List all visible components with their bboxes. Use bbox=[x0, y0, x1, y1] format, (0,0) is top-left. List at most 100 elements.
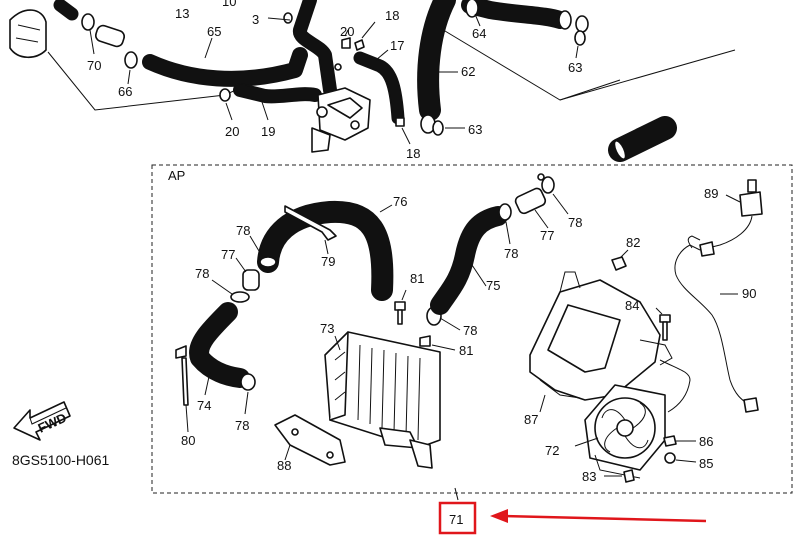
part-number-76[interactable]: 76 bbox=[393, 194, 407, 209]
clamp-20-part bbox=[219, 88, 231, 102]
leader-89 bbox=[725, 194, 741, 203]
bolt-81a-part bbox=[394, 301, 406, 325]
part-number-19[interactable]: 19 bbox=[261, 124, 275, 139]
clip-part bbox=[334, 63, 342, 71]
part-number-3[interactable]: 3 bbox=[252, 12, 259, 27]
leader-71 bbox=[454, 487, 459, 501]
part-number-79[interactable]: 79 bbox=[321, 254, 335, 269]
part-number-62[interactable]: 62 bbox=[461, 64, 475, 79]
clamp-63a-part bbox=[574, 15, 589, 46]
part-number-87[interactable]: 87 bbox=[524, 412, 538, 427]
bolt-81b-part bbox=[419, 335, 431, 347]
part-number-78e[interactable]: 78 bbox=[463, 323, 477, 338]
fitting-77a-part bbox=[242, 269, 260, 291]
leader-78e bbox=[439, 317, 461, 331]
fwd-arrow-icon: FWD bbox=[13, 401, 71, 441]
part-number-74[interactable]: 74 bbox=[197, 398, 211, 413]
leader-upper-left bbox=[47, 51, 226, 111]
grommet-85-part bbox=[664, 452, 676, 464]
part-number-85[interactable]: 85 bbox=[699, 456, 713, 471]
part-number-75[interactable]: 75 bbox=[486, 278, 500, 293]
part-number-82[interactable]: 82 bbox=[626, 235, 640, 250]
leader-3 bbox=[267, 17, 291, 21]
leader-20a bbox=[344, 29, 349, 37]
part-number-89[interactable]: 89 bbox=[704, 186, 718, 201]
leader-70 bbox=[89, 29, 95, 55]
clamp-3-part bbox=[283, 12, 293, 24]
highlight-box bbox=[438, 501, 477, 535]
clamp-70-part bbox=[81, 13, 126, 48]
part-number-88[interactable]: 88 bbox=[277, 458, 291, 473]
leader-84 bbox=[655, 307, 663, 315]
part-number-17[interactable]: 17 bbox=[390, 38, 404, 53]
leader-81b bbox=[431, 344, 456, 351]
clamp-66-part bbox=[124, 51, 138, 69]
part-number-65[interactable]: 65 bbox=[207, 24, 221, 39]
part-number-78b[interactable]: 78 bbox=[195, 266, 209, 281]
bracket-79-part bbox=[284, 205, 337, 241]
part-number-70[interactable]: 70 bbox=[87, 58, 101, 73]
leader-76 bbox=[379, 204, 393, 213]
part-number-18a[interactable]: 18 bbox=[385, 8, 399, 23]
clamp-20a-part bbox=[341, 37, 351, 49]
part-number-78c[interactable]: 78 bbox=[504, 246, 518, 261]
leader-78a bbox=[249, 235, 263, 257]
collar-86-part bbox=[663, 435, 677, 447]
clamp-right-part bbox=[558, 10, 572, 30]
part-number-63b[interactable]: 63 bbox=[468, 122, 482, 137]
leader-81a bbox=[401, 289, 407, 301]
leader-18a bbox=[361, 21, 376, 39]
part-number-73[interactable]: 73 bbox=[320, 321, 334, 336]
harness-90-part bbox=[674, 244, 749, 405]
leader-82 bbox=[619, 249, 629, 259]
bolt-84-part bbox=[659, 314, 671, 341]
clip-18a-part bbox=[354, 39, 365, 51]
part-number-20b[interactable]: 20 bbox=[225, 124, 239, 139]
sensor-89-part bbox=[739, 179, 763, 217]
clamp-78d-part bbox=[541, 176, 555, 194]
part-number-77a[interactable]: 77 bbox=[221, 247, 235, 262]
part-number-72[interactable]: 72 bbox=[545, 443, 559, 458]
leader-88 bbox=[284, 444, 291, 461]
clamp-64-part bbox=[465, 0, 479, 18]
harness-end-part bbox=[743, 397, 759, 413]
leader-78b bbox=[211, 279, 233, 295]
part-number-18b[interactable]: 18 bbox=[406, 146, 420, 161]
leader-20b bbox=[225, 102, 233, 121]
part-number-84[interactable]: 84 bbox=[625, 298, 639, 313]
leader-78f bbox=[244, 391, 249, 415]
leader-73 bbox=[334, 335, 341, 351]
leader-63a bbox=[575, 45, 579, 59]
part-number-86[interactable]: 86 bbox=[699, 434, 713, 449]
part-number-81a[interactable]: 81 bbox=[410, 271, 424, 286]
part-number-90[interactable]: 90 bbox=[742, 286, 756, 301]
leader-19 bbox=[261, 101, 269, 121]
leader-17 bbox=[375, 49, 389, 61]
part-number-81b[interactable]: 81 bbox=[459, 343, 473, 358]
part-number-10[interactable]: 10 bbox=[222, 0, 236, 9]
leader-77a bbox=[235, 257, 247, 273]
leader-78c bbox=[505, 221, 511, 245]
part-number-78a[interactable]: 78 bbox=[236, 223, 250, 238]
leader-79 bbox=[324, 239, 329, 255]
leader-upper-right-2 bbox=[559, 79, 621, 101]
part-number-13[interactable]: 13 bbox=[175, 6, 189, 21]
part-number-71[interactable]: 71 bbox=[449, 512, 463, 527]
ap-group-box bbox=[151, 164, 793, 494]
leader-80 bbox=[185, 404, 189, 433]
fan-72-part bbox=[584, 384, 666, 479]
part-number-80[interactable]: 80 bbox=[181, 433, 195, 448]
part-number-63a[interactable]: 63 bbox=[568, 60, 582, 75]
part-number-78f[interactable]: 78 bbox=[235, 418, 249, 433]
part-number-77b[interactable]: 77 bbox=[540, 228, 554, 243]
part-number-20a[interactable]: 20 bbox=[340, 24, 354, 39]
part-number-66[interactable]: 66 bbox=[118, 84, 132, 99]
part-number-78d[interactable]: 78 bbox=[568, 215, 582, 230]
connector-part bbox=[699, 241, 715, 257]
part-number-64[interactable]: 64 bbox=[472, 26, 486, 41]
leader-87 bbox=[539, 394, 546, 413]
leader-72 bbox=[574, 437, 599, 447]
clamp-78c-part bbox=[498, 203, 512, 221]
part-number-83[interactable]: 83 bbox=[582, 469, 596, 484]
